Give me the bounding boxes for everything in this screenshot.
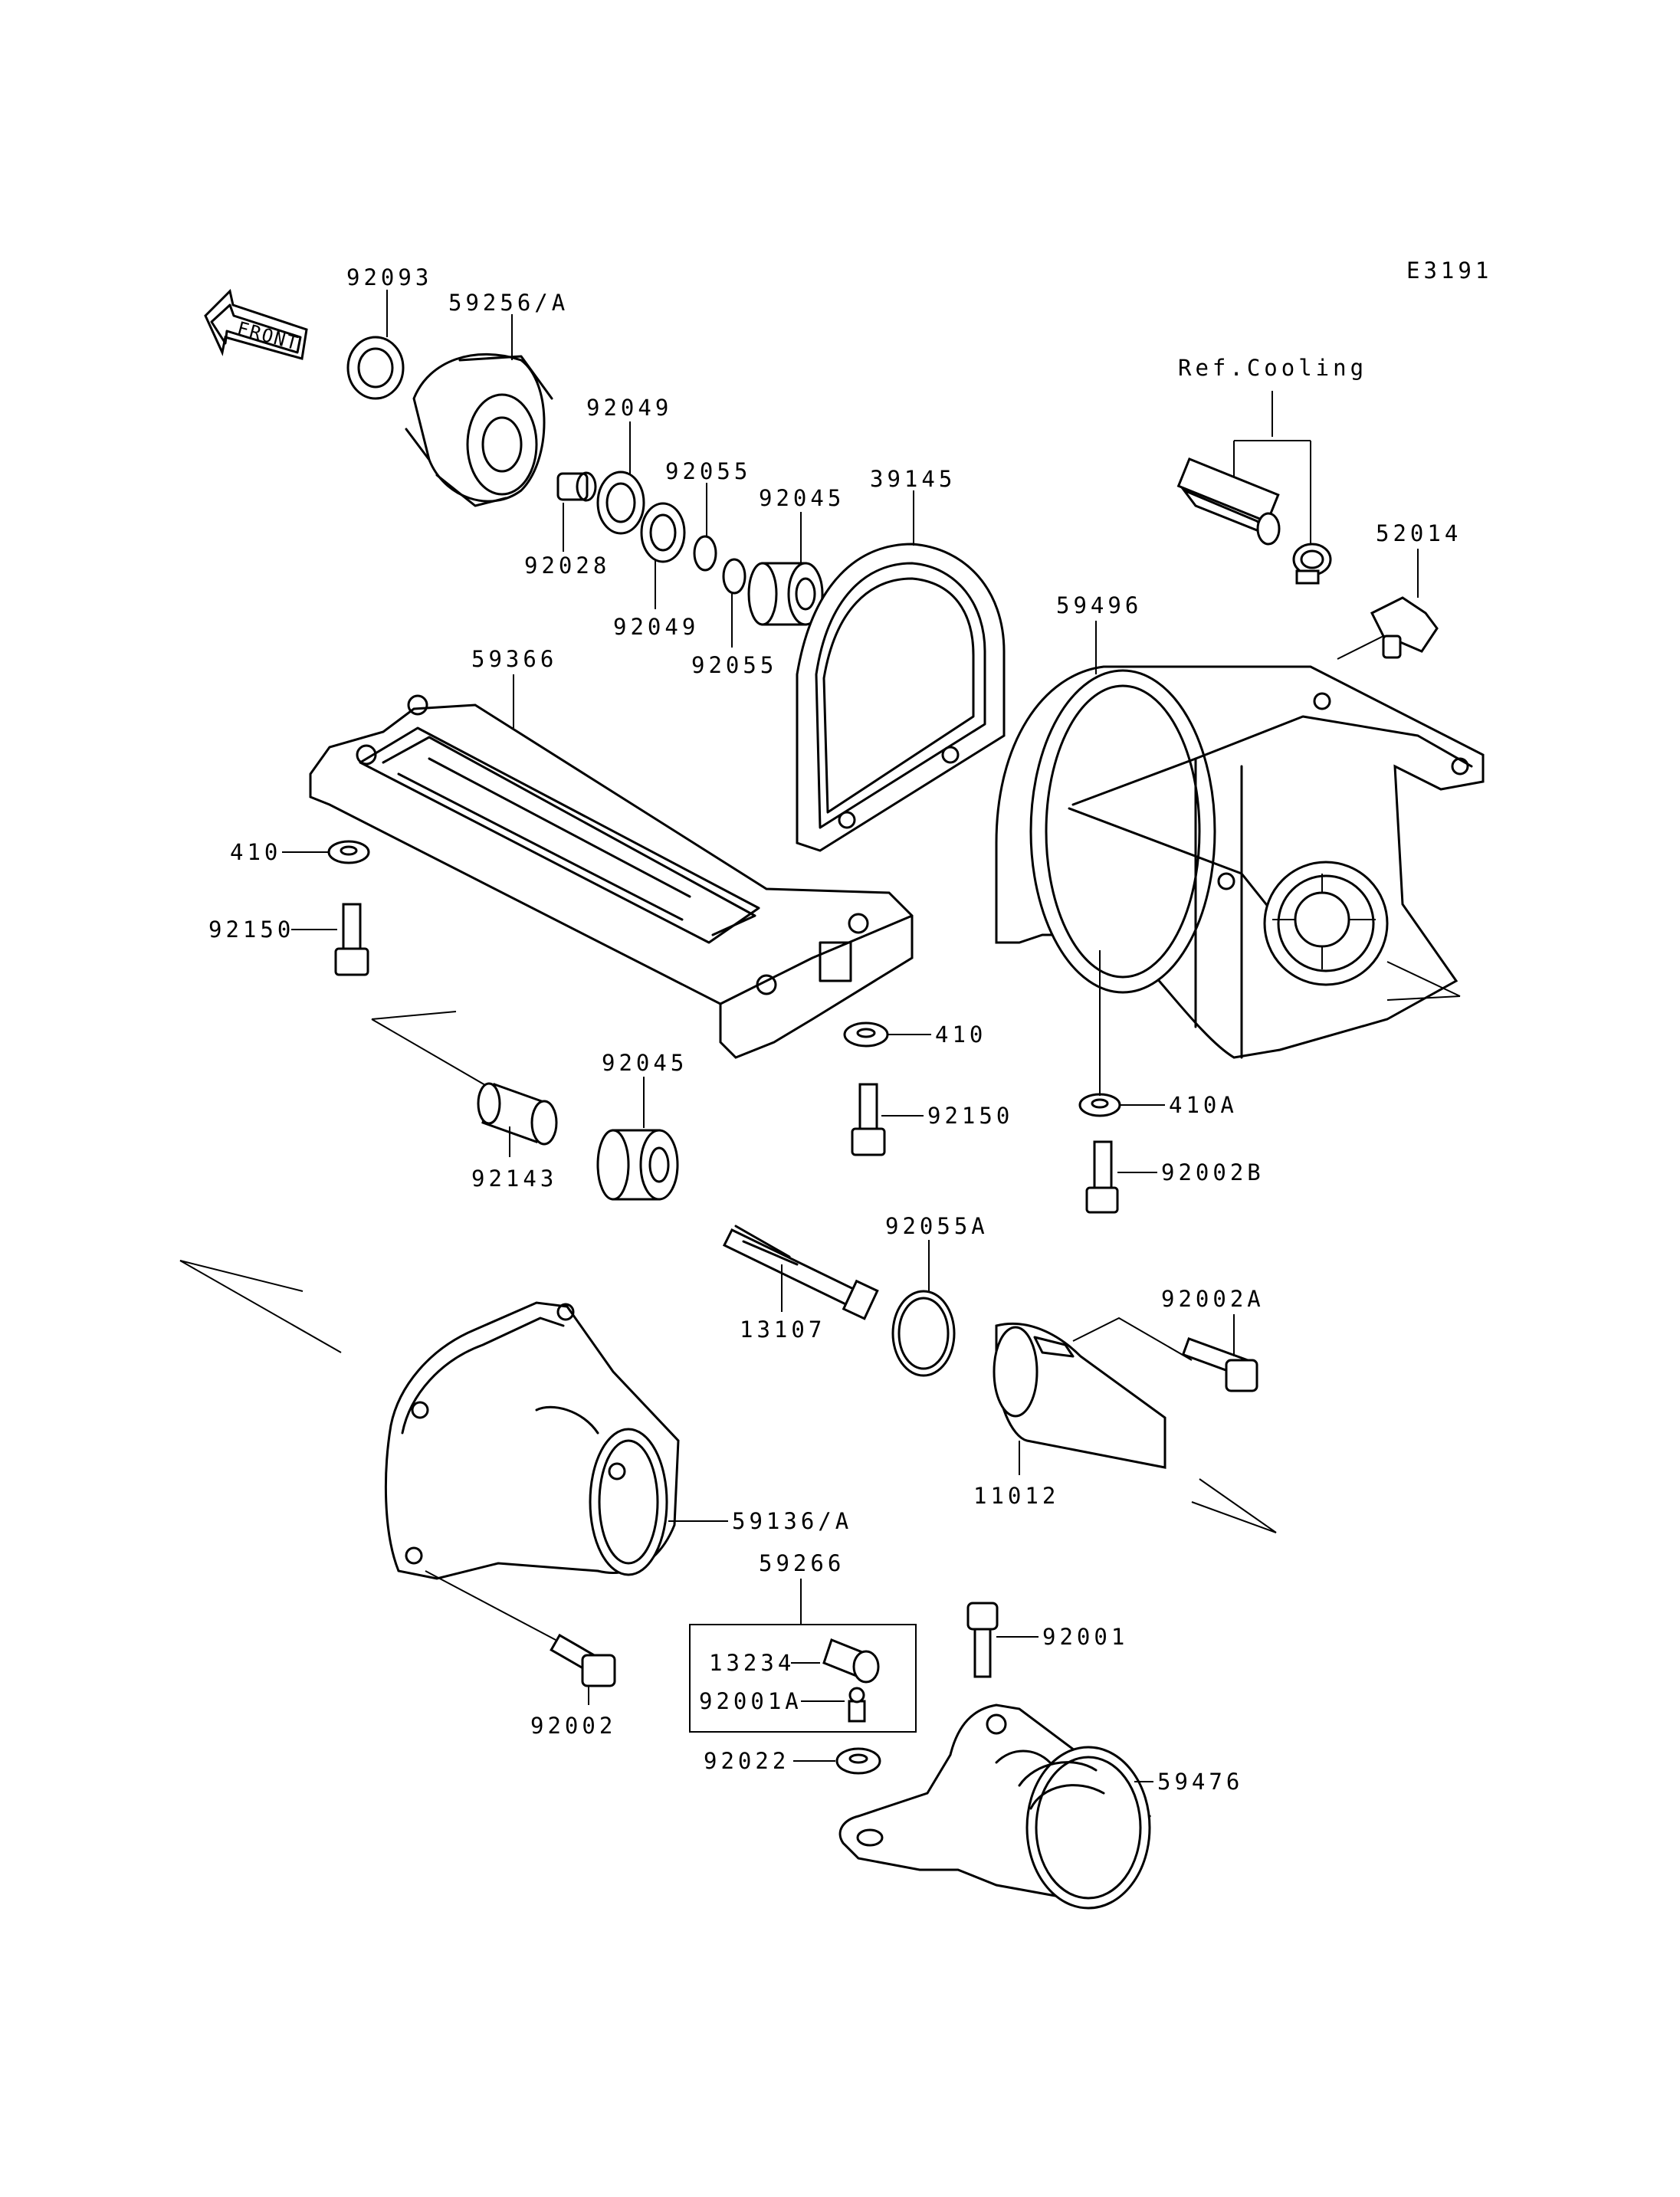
callout-92049-a: 92049 [586, 395, 672, 421]
callout-11012: 11012 [973, 1483, 1059, 1509]
callout-410-a: 410 [230, 839, 281, 865]
bearing-92045-b [596, 1129, 679, 1201]
callout-410A: 410A [1169, 1092, 1238, 1118]
callout-92049-b: 92049 [613, 614, 699, 640]
bolt-92001 [966, 1602, 999, 1678]
hose-cooling [1176, 457, 1281, 546]
washer-92022 [835, 1747, 881, 1775]
impeller-59256 [405, 353, 553, 507]
bolt-92002 [550, 1633, 616, 1687]
pump-body-59496 [995, 665, 1485, 1059]
callout-92055A: 92055A [885, 1213, 989, 1239]
bolt-92002B [1085, 1140, 1119, 1214]
seal-92093 [346, 336, 405, 400]
bolt-92150-a [334, 903, 369, 976]
bolt-92002A [1181, 1337, 1258, 1392]
washer-410A [1078, 1093, 1121, 1117]
callout-59476: 59476 [1157, 1769, 1243, 1795]
bearing-92045-a [747, 562, 824, 626]
grease-nipple-92001A [848, 1687, 866, 1723]
washer-410-b [843, 1021, 889, 1048]
callout-59266: 59266 [759, 1550, 845, 1576]
callout-92055-b: 92055 [691, 652, 777, 678]
callout-92045-b: 92045 [602, 1050, 687, 1076]
callout-39145: 39145 [870, 466, 956, 492]
callout-92001A: 92001A [699, 1688, 802, 1714]
shaft-13107 [722, 1225, 879, 1320]
seal-92049-a [596, 471, 645, 535]
callout-92055-a: 92055 [665, 458, 751, 484]
callout-92143: 92143 [471, 1166, 557, 1192]
cone-11012 [993, 1322, 1166, 1469]
callout-92150-b: 92150 [927, 1103, 1013, 1129]
front-arrow-icon: FRONT [204, 289, 308, 360]
callout-13107: 13107 [740, 1317, 825, 1343]
ref-cooling-label: Ref.Cooling [1178, 355, 1367, 381]
kit-box-59266 [689, 1624, 917, 1733]
callout-59136: 59136/A [732, 1508, 852, 1534]
callout-92028: 92028 [524, 553, 610, 579]
callout-13234: 13234 [709, 1650, 795, 1676]
callout-52014: 52014 [1376, 520, 1462, 546]
callout-92002B: 92002B [1161, 1159, 1265, 1185]
collar-92028 [556, 471, 597, 502]
fitting-52014 [1370, 596, 1439, 659]
nozzle-59136 [384, 1301, 680, 1580]
callout-92002: 92002 [530, 1713, 616, 1739]
callout-92045-a: 92045 [759, 485, 845, 511]
callout-410-b: 410 [935, 1021, 986, 1048]
clamp-cooling [1292, 543, 1332, 585]
oring-92055-b [722, 558, 746, 595]
washer-410-a [327, 840, 370, 864]
callout-59366: 59366 [471, 646, 557, 672]
callout-59496: 59496 [1056, 592, 1142, 618]
oring-92055A [891, 1290, 956, 1377]
callout-92093: 92093 [346, 264, 432, 290]
seal-92049-b [640, 502, 686, 563]
callout-59256: 59256/A [448, 290, 569, 316]
mount-plate-59366 [309, 694, 914, 1059]
callout-92002A: 92002A [1161, 1286, 1265, 1312]
steering-nozzle-59476 [838, 1703, 1152, 1910]
callout-92150-a: 92150 [208, 917, 294, 943]
bolt-92150-b [851, 1083, 886, 1156]
callout-92022: 92022 [704, 1748, 789, 1774]
diagram-code: E3191 [1406, 257, 1492, 284]
gasket-39145 [796, 543, 1006, 852]
callout-92001: 92001 [1042, 1624, 1128, 1650]
sleeve-92143 [477, 1082, 558, 1146]
pin-13234 [822, 1638, 880, 1684]
oring-92055-a [693, 535, 717, 572]
